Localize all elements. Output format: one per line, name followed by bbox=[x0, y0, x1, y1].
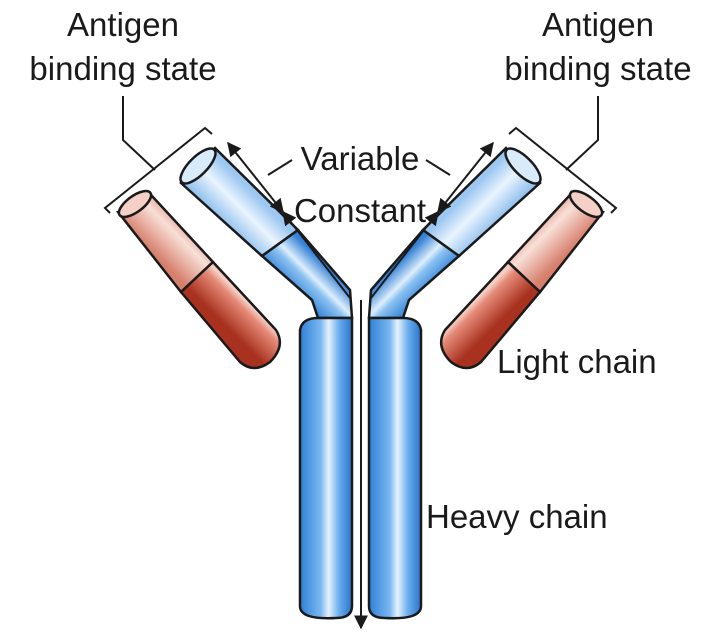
variable-label: Variable bbox=[301, 140, 420, 177]
light-chain-label: Light chain bbox=[497, 343, 657, 380]
antigen-left-label-line1: Antigen bbox=[67, 6, 179, 43]
left-light-chain-constant bbox=[181, 262, 280, 368]
antigen-left-label-line2: binding state bbox=[29, 50, 216, 87]
left-heavy-chain-stem bbox=[300, 318, 352, 618]
right-heavy-chain-stem bbox=[369, 318, 421, 618]
antigen-right-label-line1: Antigen bbox=[542, 6, 654, 43]
antigen-right-label-line2: binding state bbox=[504, 50, 691, 87]
heavy-chain-label: Heavy chain bbox=[426, 498, 608, 535]
constant-label: Constant bbox=[294, 192, 426, 229]
